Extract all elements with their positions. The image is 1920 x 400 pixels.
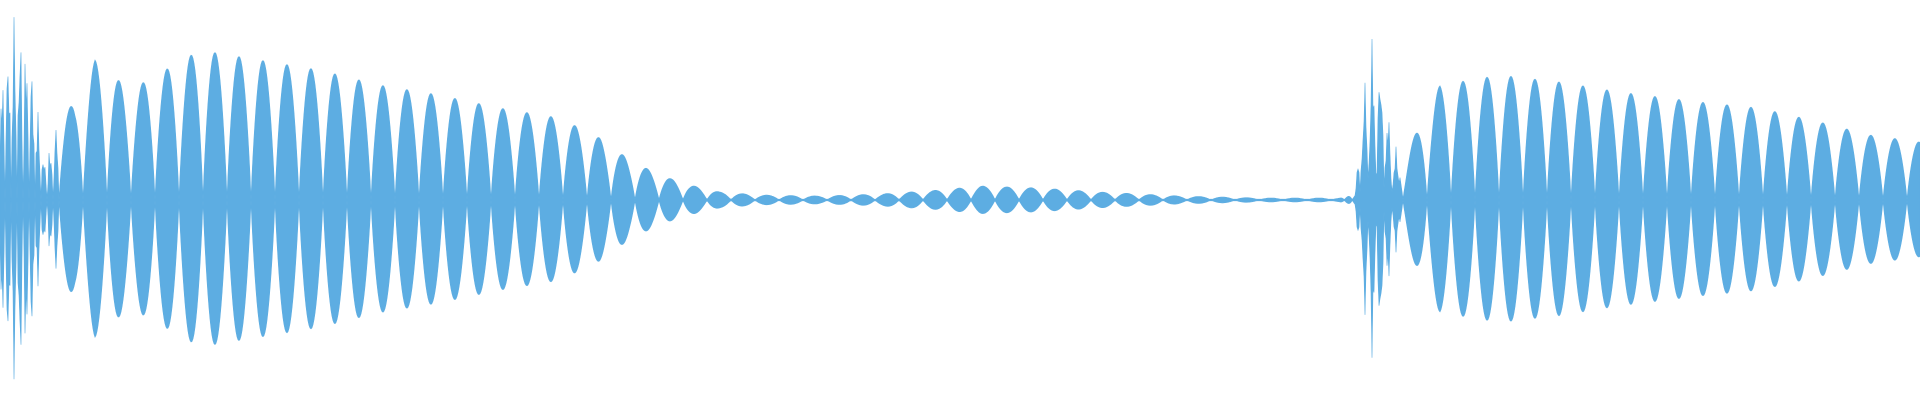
- waveform-amplitude-fill: [0, 17, 1920, 380]
